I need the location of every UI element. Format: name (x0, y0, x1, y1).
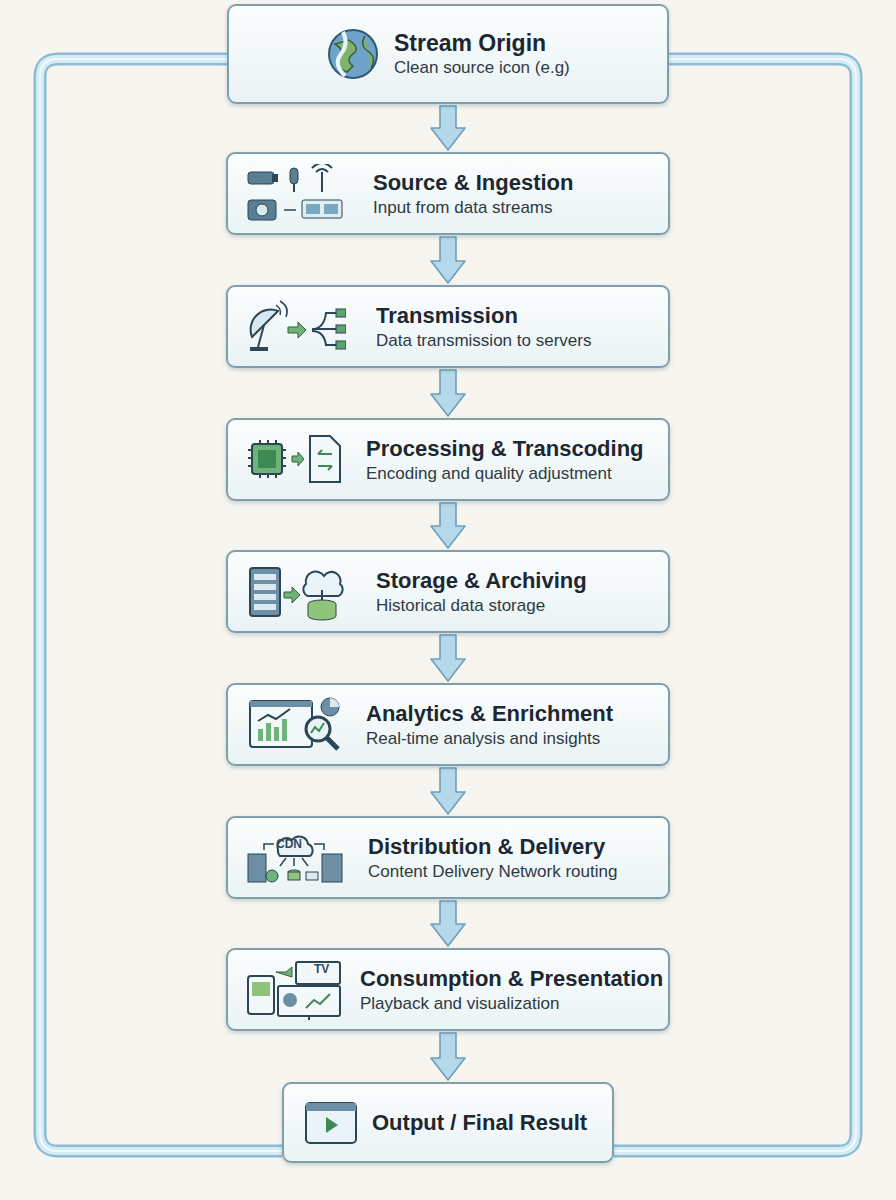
output-box: Output / Final Result (282, 1082, 614, 1163)
stage-title: Output / Final Result (372, 1109, 598, 1137)
connector (431, 768, 465, 814)
stage-title: Distribution & Delivery (368, 833, 654, 861)
connector (431, 635, 465, 681)
stage-box: Processing & TranscodingEncoding and qua… (226, 418, 670, 501)
stage-description: Historical data storage (376, 595, 654, 617)
stage-icon (246, 562, 346, 622)
stage-title: Processing & Transcoding (366, 435, 654, 463)
stage-icon (246, 695, 346, 755)
stage-description: Clean source icon (e.g) (394, 57, 653, 79)
connector (431, 106, 465, 150)
stage-title: Consumption & Presentation (360, 965, 654, 993)
stage-box: Storage & ArchivingHistorical data stora… (226, 550, 670, 633)
connector (431, 370, 465, 416)
stage-box: Analytics & EnrichmentReal-time analysis… (226, 683, 670, 766)
stage-box: Distribution & DeliveryContent Delivery … (226, 816, 670, 899)
stage-icon (246, 164, 346, 224)
stage-description: Data transmission to servers (376, 330, 654, 352)
icon-label: TV (314, 962, 329, 976)
stage-box: Stream OriginClean source icon (e.g) (227, 4, 669, 104)
connector (431, 901, 465, 946)
stage-title: Storage & Archiving (376, 567, 654, 595)
stage-description: Real-time analysis and insights (366, 728, 654, 750)
stage-title: Analytics & Enrichment (366, 700, 654, 728)
connector (431, 503, 465, 548)
stage-icon (246, 960, 346, 1020)
stage-description: Encoding and quality adjustment (366, 463, 654, 485)
stage-title: Stream Origin (394, 29, 653, 57)
icon-label: CDN (276, 837, 302, 851)
stage-icon (246, 297, 346, 357)
stage-box: TransmissionData transmission to servers (226, 285, 670, 368)
stage-description: Input from data streams (373, 197, 654, 219)
stage-description: Playback and visualization (360, 993, 654, 1015)
stage-title: Source & Ingestion (373, 169, 654, 197)
stage-icon (246, 430, 346, 490)
stage-description: Content Delivery Network routing (368, 861, 654, 883)
stage-title: Transmission (376, 302, 654, 330)
stage-box: Source & IngestionInput from data stream… (226, 152, 670, 235)
connector (431, 237, 465, 283)
connector (431, 1033, 465, 1080)
stage-box: Consumption & PresentationPlayback and v… (226, 948, 670, 1031)
